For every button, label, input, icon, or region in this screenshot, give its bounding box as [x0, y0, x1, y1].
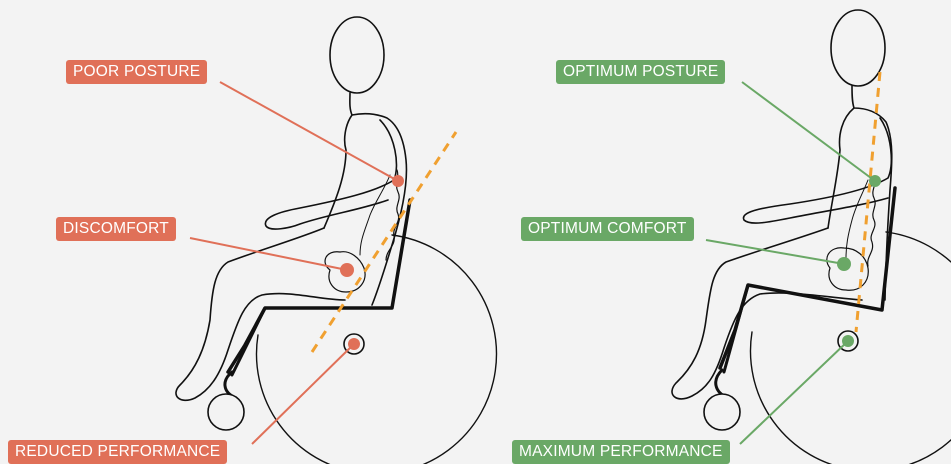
right-leader-performance [740, 341, 848, 444]
left-wheel [256, 235, 496, 464]
left-chair-frame [228, 200, 410, 372]
label-poor-posture: POOR POSTURE [66, 60, 207, 84]
left-leader-comfort [190, 238, 347, 270]
right-wheel [750, 232, 951, 464]
right-chair-front [724, 285, 748, 372]
right-leader-posture [742, 82, 875, 181]
label-optimum-posture: OPTIMUM POSTURE [556, 60, 725, 84]
left-leader-posture [220, 82, 398, 181]
left-leader-performance [252, 344, 354, 444]
left-chair-front [232, 308, 265, 375]
left-caster [208, 394, 244, 430]
right-marker-posture [869, 175, 881, 187]
label-optimum-comfort: OPTIMUM COMFORT [521, 217, 694, 241]
right-leader-comfort [706, 240, 844, 264]
left-head [330, 17, 384, 93]
label-discomfort: DISCOMFORT [56, 217, 176, 241]
right-arm [743, 118, 891, 223]
right-guide-line [856, 72, 880, 332]
label-reduced-performance: REDUCED PERFORMANCE [8, 440, 227, 464]
right-caster [704, 394, 740, 430]
right-leg [672, 228, 862, 399]
left-spine-2 [360, 175, 390, 255]
left-marker-performance [348, 338, 360, 350]
right-head [831, 10, 885, 86]
right-marker-performance [842, 335, 854, 347]
left-marker-comfort [340, 263, 354, 277]
left-guide-line [312, 132, 456, 352]
right-marker-comfort [837, 257, 851, 271]
label-maximum-performance: MAXIMUM PERFORMANCE [512, 440, 730, 464]
left-marker-posture [392, 175, 404, 187]
